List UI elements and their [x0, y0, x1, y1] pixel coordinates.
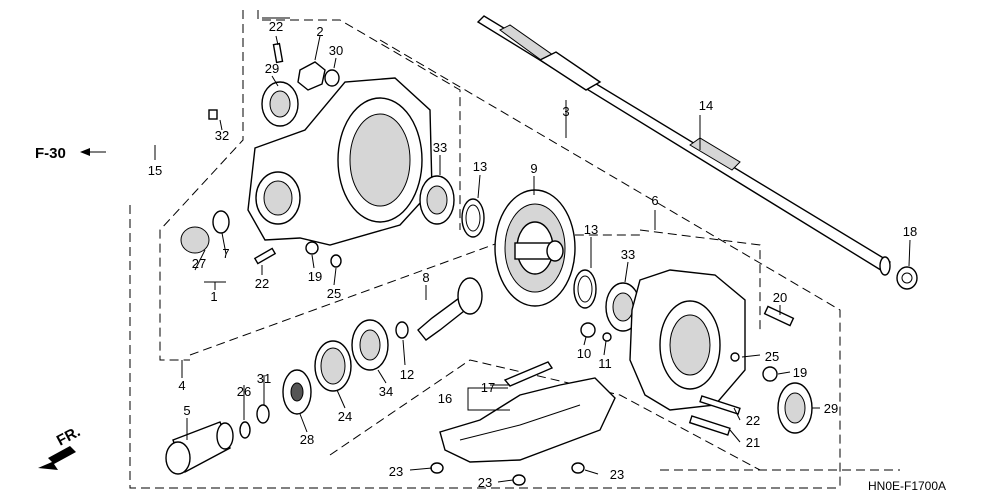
callout-5: 5 [183, 403, 190, 418]
callout-17: 17 [481, 380, 495, 395]
callout-23-right: 23 [610, 467, 624, 482]
callout-13-left: 13 [473, 159, 487, 174]
drawing-code: HN0E-F1700A [868, 479, 946, 493]
callout-25-left: 25 [327, 286, 341, 301]
callout-2: 2 [316, 24, 323, 39]
callout-24: 24 [338, 409, 352, 424]
callout-30: 30 [329, 43, 343, 58]
callout-16: 16 [438, 391, 452, 406]
group-boundaries [129, 10, 900, 489]
front-arrow [38, 446, 76, 470]
callout-29-left: 29 [265, 61, 279, 76]
callout-29-right: 29 [824, 401, 838, 416]
callout-9: 9 [530, 161, 537, 176]
callout-33-left: 33 [433, 140, 447, 155]
callout-22-left: 22 [255, 276, 269, 291]
bearings-and-seals [419, 175, 641, 332]
skid-plate [430, 361, 616, 486]
callout-19-right: 19 [793, 365, 807, 380]
callout-22-top: 22 [269, 19, 283, 34]
callout-15: 15 [148, 163, 162, 178]
callout-25-right: 25 [765, 349, 779, 364]
callout-20: 20 [773, 290, 787, 305]
ring-gear [494, 189, 576, 307]
callout-32: 32 [215, 128, 229, 143]
callout-4: 4 [178, 378, 185, 393]
callout-8: 8 [422, 270, 429, 285]
axle-shaft [476, 15, 891, 276]
callout-7: 7 [222, 246, 229, 261]
callout-21: 21 [746, 435, 760, 450]
callout-34: 34 [379, 384, 393, 399]
leader-lines [154, 17, 911, 483]
callout-3: 3 [562, 104, 569, 119]
callout-6: 6 [651, 193, 658, 208]
pinion-bearings [165, 319, 389, 475]
callout-33-right: 33 [621, 247, 635, 262]
callout-18: 18 [903, 224, 917, 239]
callout-31: 31 [257, 371, 271, 386]
callouts: 22 2 30 29 32 F-30 15 33 13 9 3 14 6 13 … [35, 19, 946, 493]
callout-11: 11 [598, 356, 612, 371]
breather-tube [80, 109, 218, 156]
gear-case-cover [580, 266, 918, 436]
callout-26: 26 [237, 384, 251, 399]
callout-19-left: 19 [308, 269, 322, 284]
front-label: FR. [54, 423, 83, 449]
callout-13-right: 13 [584, 222, 598, 237]
callout-1: 1 [210, 289, 217, 304]
callout-14: 14 [699, 98, 713, 113]
callout-23-middle: 23 [478, 475, 492, 490]
callout-12: 12 [400, 367, 414, 382]
callout-23-left: 23 [389, 464, 403, 479]
final-gear-case [180, 42, 433, 268]
direction-label-f30: F-30 [35, 145, 66, 162]
callout-27: 27 [192, 256, 206, 271]
callout-28: 28 [300, 432, 314, 447]
callout-10: 10 [577, 346, 591, 361]
callout-22-right: 22 [746, 413, 760, 428]
pinion-gear [395, 277, 483, 341]
